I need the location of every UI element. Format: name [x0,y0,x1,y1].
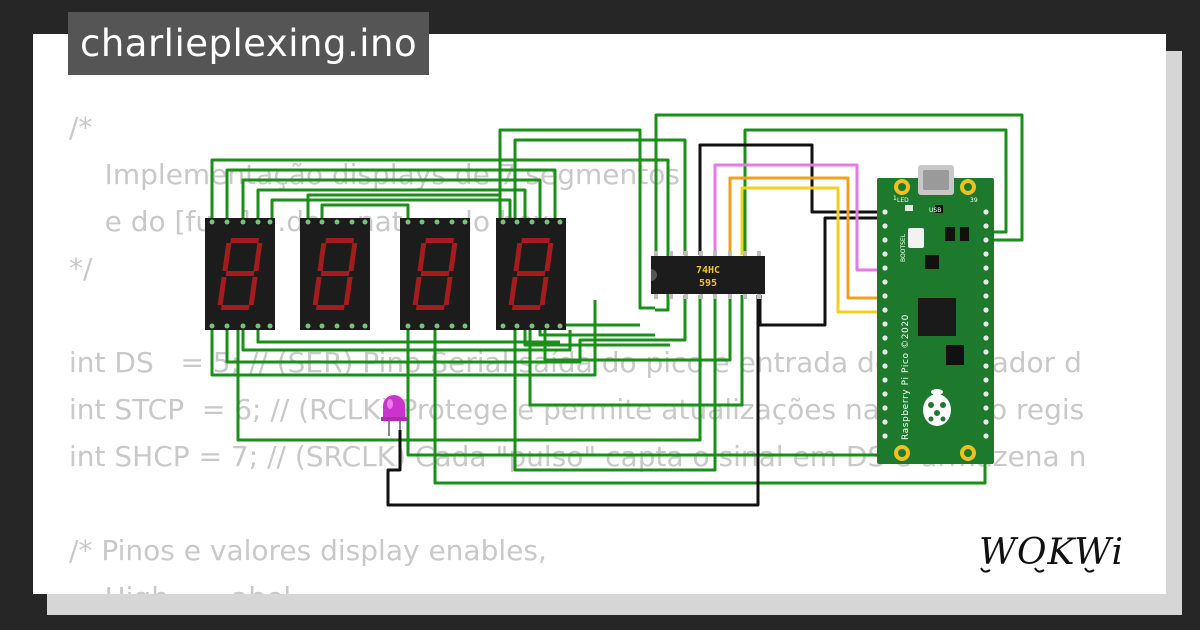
green-wire [241,178,655,337]
green-wire [513,138,687,255]
code-line: /* [69,111,93,144]
yellow-wire [740,186,887,314]
green-wire [306,193,500,222]
pink-wire [713,163,887,272]
project-title: charlieplexing.ino [68,12,430,75]
black-wire [758,216,887,327]
green-wire [236,295,702,442]
black-wire [698,143,887,255]
seven-segment-display [300,218,370,330]
chip-label-line2: 595 [699,278,717,289]
green-wire [270,198,512,222]
pico-side-text: Raspberry Pi Pico ©2020 [901,314,911,440]
seven-segment-display [205,218,275,330]
pico-label-bootsel: BOOTSEL [900,233,907,262]
display-pins [209,219,563,329]
shift-register-chip: 74HC 595 [651,251,765,299]
green-wire [406,330,895,457]
led [381,395,407,436]
raspberry-pi-pico: LED USB 1 39 BOOTSEL Raspberry Pi Pico ©… [877,165,994,464]
green-wire [654,113,1024,255]
pico-label-pin1: 1 [893,195,897,202]
seven-segment-display [400,218,470,330]
pico-label-usb: USB [929,207,941,214]
green-wire [320,203,410,222]
seven-segment-display [496,218,566,330]
code-line: /* Pinos e valores display enables, [69,534,547,567]
green-wire [543,295,732,362]
green-wire [210,158,670,312]
wokwi-logo-text: WOKWi [979,532,1124,573]
green-wire [256,188,670,347]
green-wire [528,295,744,407]
green-wire [743,128,1008,255]
code-line: High... ...abel... [69,581,318,594]
pico-label-pin39: 39 [970,197,978,204]
logo-flourish [980,567,1095,573]
rp2040-chip [918,298,956,336]
green-wire [256,330,560,344]
green-wire [498,128,655,310]
chip-label-line1: 74HC [696,265,720,276]
pico-label-led: LED [897,197,909,204]
code-line: Implementação displays de 7 segmentos [69,158,680,191]
green-wire [225,295,687,364]
code-line: */ [69,252,93,285]
bootsel-button [908,228,924,248]
raspberry-icon [923,389,951,426]
green-wire [210,300,597,377]
black-wire [386,295,760,507]
orange-wire [728,176,887,300]
wokwi-logo: WOKWi [979,532,1124,573]
green-wire [513,295,717,472]
wires [210,113,1024,507]
green-wire [225,168,640,327]
